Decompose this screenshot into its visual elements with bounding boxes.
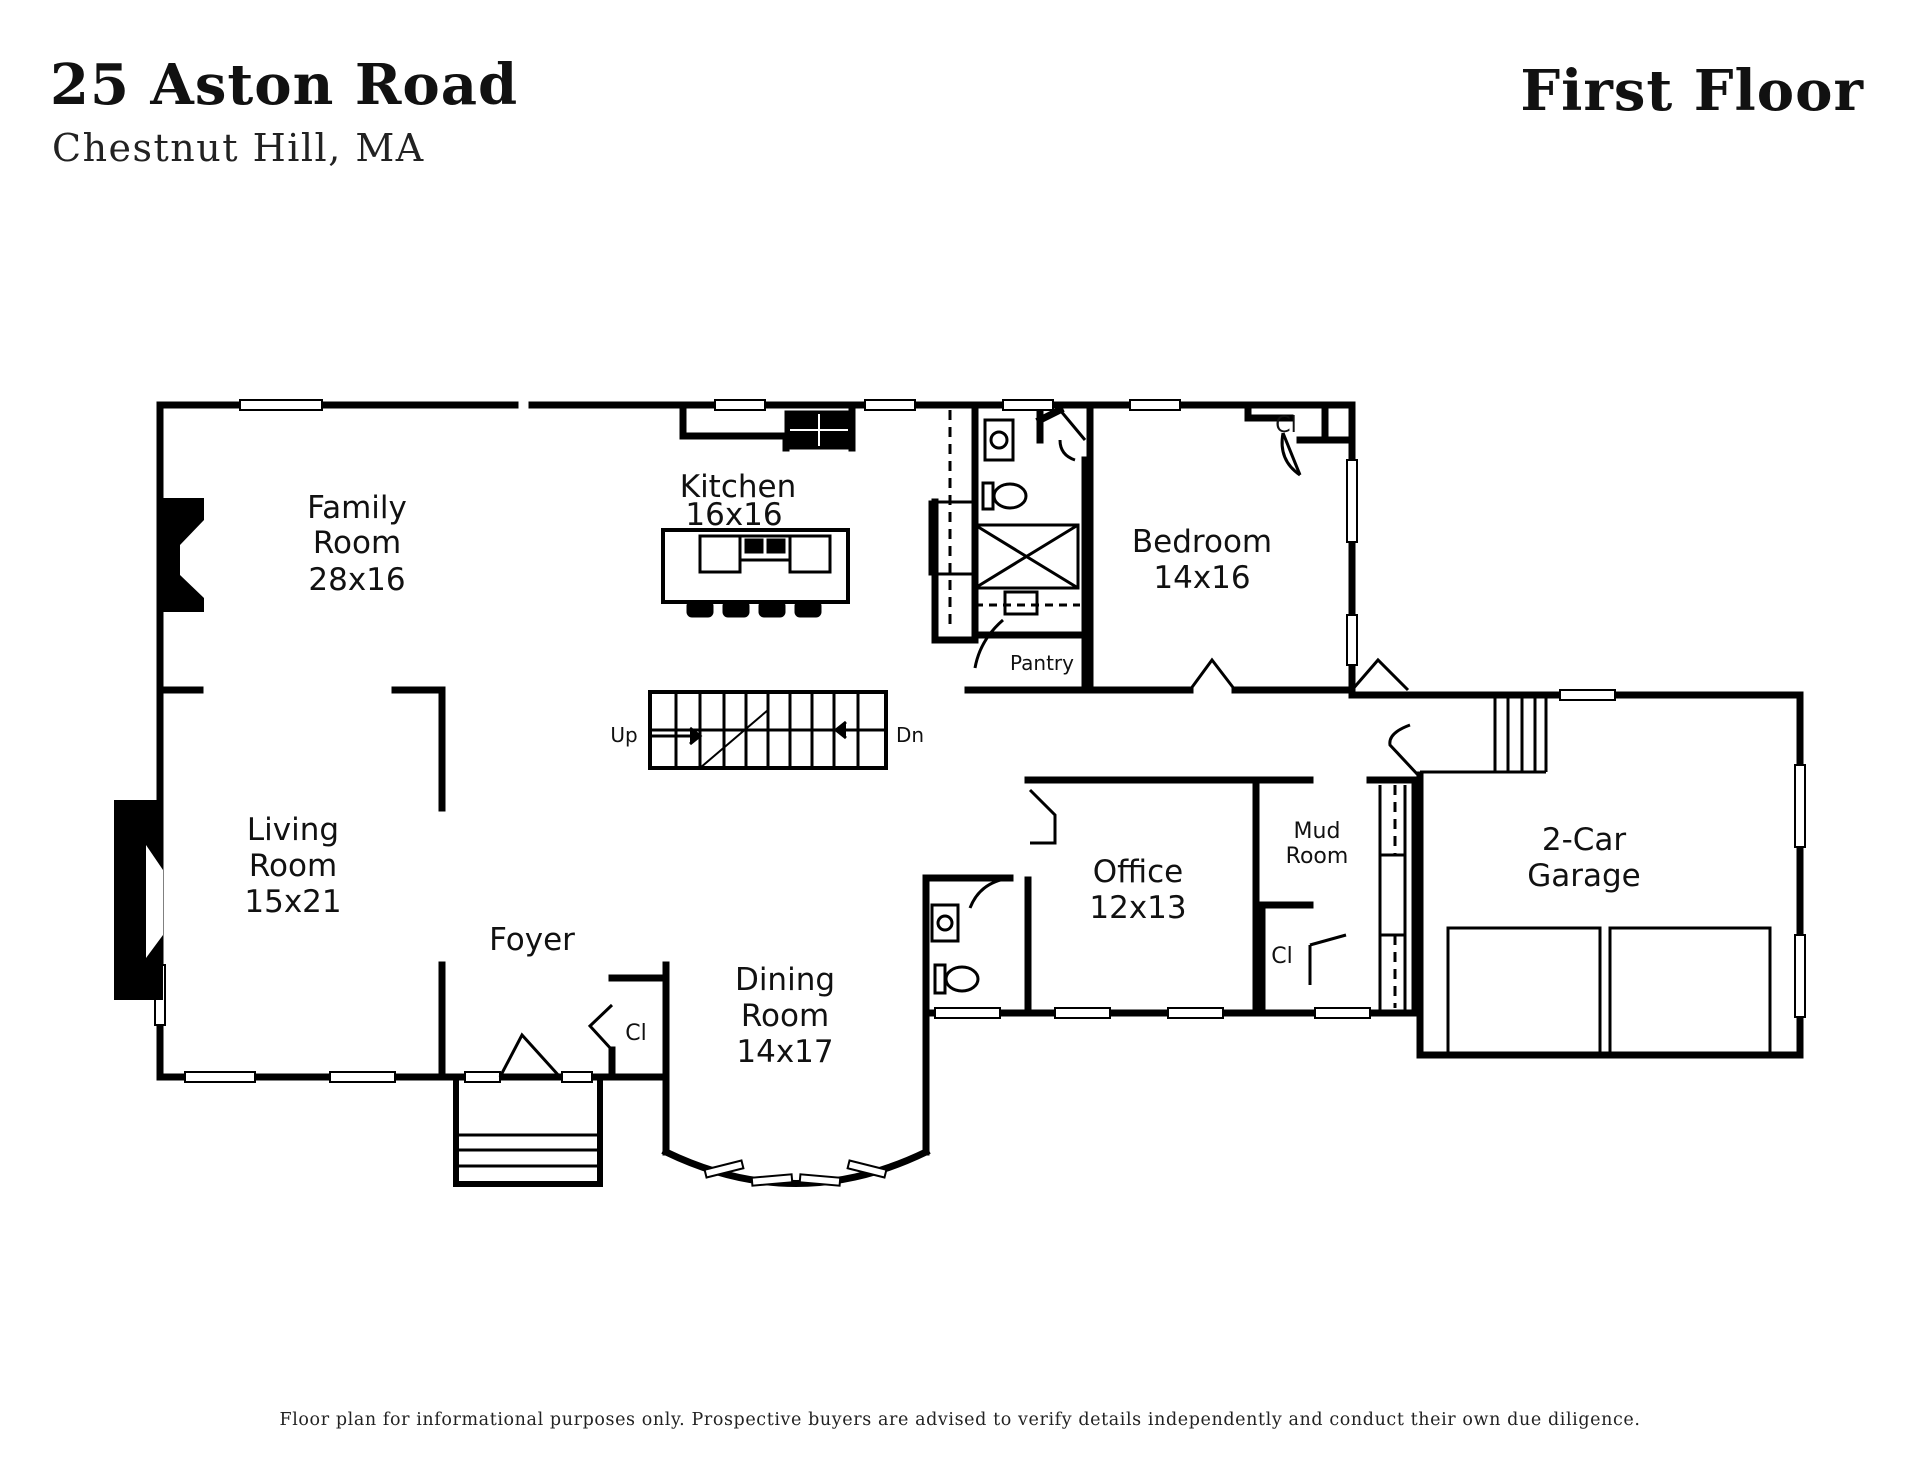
dining-room-name-2: Room — [741, 998, 829, 1034]
property-address-title: 25 Aston Road — [50, 52, 519, 118]
property-location: Chestnut Hill, MA — [52, 126, 425, 170]
mud-room-name-2: Room — [1286, 844, 1349, 869]
fireplaces — [114, 498, 204, 1000]
garage-doors — [1446, 926, 1772, 1052]
dining-room-dims: 14x17 — [736, 1034, 833, 1070]
kitchen-dims: 16x16 — [685, 497, 782, 533]
family-room-name: Family — [307, 490, 407, 526]
kitchen-fixtures — [661, 405, 1090, 630]
front-steps — [458, 1133, 598, 1168]
closet-label-bedroom: Cl — [1275, 413, 1296, 438]
family-room-dims: 28x16 — [308, 562, 405, 598]
living-room-name: Living — [247, 812, 339, 848]
mudroom-built-ins — [1378, 785, 1407, 1010]
main-staircase — [648, 690, 888, 770]
closet-label-mudroom: Cl — [1271, 944, 1292, 969]
disclaimer: Floor plan for informational purposes on… — [279, 1410, 1641, 1430]
bedroom-dims: 14x16 — [1153, 560, 1250, 596]
garage-steps — [1420, 698, 1548, 774]
living-room-dims: 15x21 — [244, 884, 341, 920]
closet-label-foyer: Cl — [625, 1021, 646, 1046]
pantry-name: Pantry — [1010, 651, 1074, 675]
kitchen-name: Kitchen — [680, 469, 797, 505]
room-labels: Family Room 28x16 Kitchen 16x16 Bedroom … — [244, 413, 1640, 1070]
doors — [498, 409, 1420, 1079]
living-room-name-2: Room — [249, 848, 337, 884]
stairs-up-label: Up — [610, 723, 637, 747]
foyer-name: Foyer — [489, 922, 575, 958]
bath-fixtures — [930, 418, 1080, 995]
family-room-name-2: Room — [313, 525, 401, 561]
office-name: Office — [1093, 854, 1184, 890]
garage-name-2: Garage — [1527, 858, 1641, 894]
stairs-down-label: Dn — [896, 723, 924, 747]
dining-room-name: Dining — [735, 962, 835, 998]
office-dims: 12x13 — [1089, 890, 1186, 926]
bedroom-name: Bedroom — [1132, 524, 1272, 560]
mud-room-name: Mud — [1294, 819, 1341, 844]
floor-title: First Floor — [1520, 58, 1864, 124]
garage-name: 2-Car — [1542, 822, 1627, 858]
